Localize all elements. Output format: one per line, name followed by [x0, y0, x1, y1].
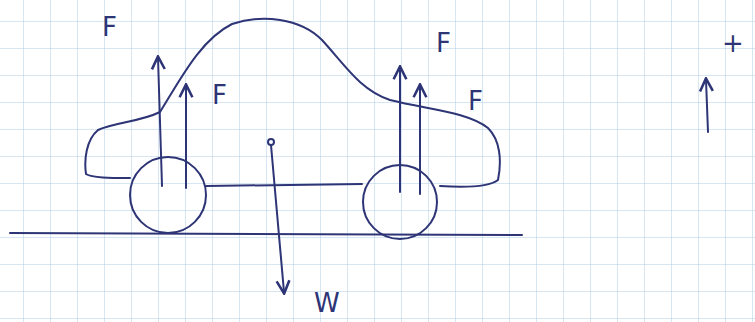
force-label: F — [212, 82, 227, 108]
weight-arrow — [271, 145, 284, 292]
ground-line — [10, 233, 522, 235]
force-arrow — [419, 86, 421, 194]
sign-label: + — [722, 30, 744, 56]
car-underside — [206, 184, 362, 186]
force-arrow — [185, 86, 187, 188]
force-label: F — [102, 14, 117, 40]
force-arrow — [399, 68, 401, 192]
force-arrow — [158, 58, 162, 186]
car-body — [85, 19, 500, 187]
positive-direction-arrow — [706, 80, 708, 132]
rear-wheel — [130, 157, 206, 233]
force-label: F — [436, 30, 451, 56]
force-label: F — [468, 88, 483, 114]
weight-label: W — [314, 290, 340, 316]
